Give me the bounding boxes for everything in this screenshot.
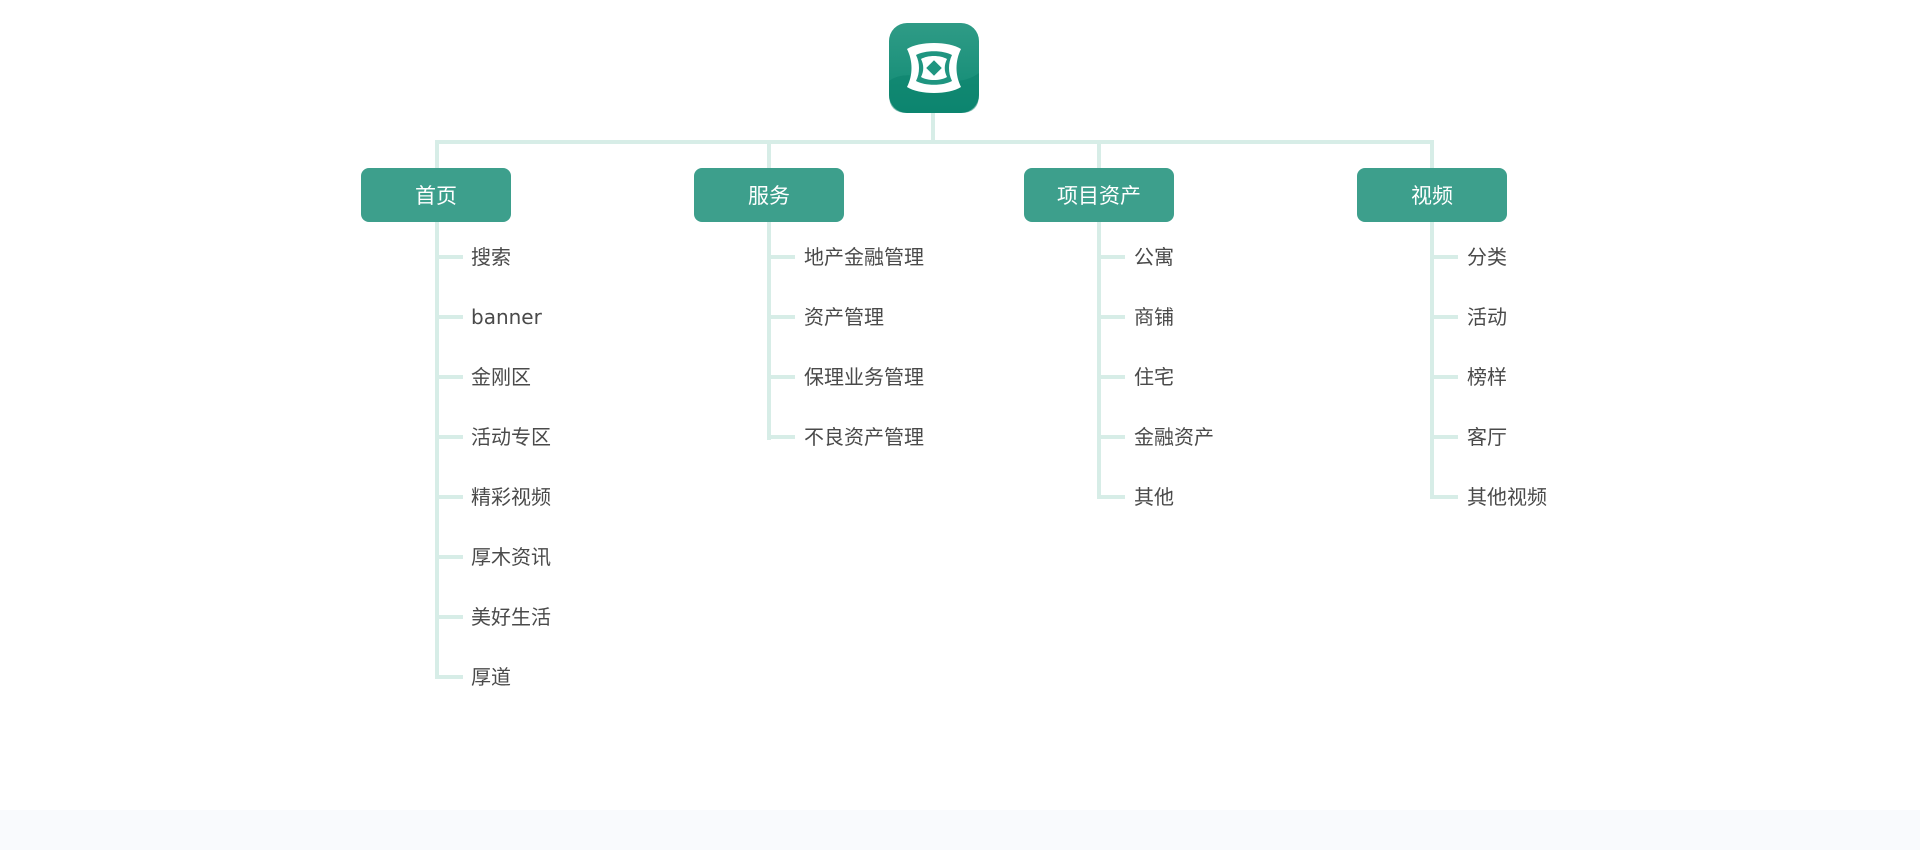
tree-item[interactable]: banner [471,305,542,329]
branch-line [1097,222,1101,499]
item-tick [435,375,463,379]
item-tick [767,255,795,259]
item-tick [1430,255,1458,259]
sitemap-canvas: 首页 服务 项目资产 视频 搜索 banner 金刚区 活动专区 精彩视频 厚木… [361,23,1547,689]
branch-line [435,222,439,678]
item-tick [1430,435,1458,439]
category-connector [1097,140,1101,172]
tree-item[interactable]: 保理业务管理 [804,365,924,389]
tree-item[interactable]: 活动专区 [471,425,551,449]
tree-item[interactable]: 分类 [1467,245,1507,269]
tree-item[interactable]: 资产管理 [804,305,884,329]
tree-item[interactable]: 榜样 [1467,365,1507,389]
tree-item[interactable]: 厚木资讯 [471,545,551,569]
tree-item[interactable]: 其他 [1134,485,1174,509]
trunk-connector [435,140,1434,144]
branch-line [767,222,771,440]
category-video[interactable]: 视频 [1357,168,1507,222]
item-tick [1430,315,1458,319]
item-tick [435,555,463,559]
app-logo-icon[interactable] [889,23,979,113]
item-tick [1430,495,1458,499]
category-home[interactable]: 首页 [361,168,511,222]
item-tick [767,315,795,319]
item-tick [435,315,463,319]
tree-item[interactable]: 美好生活 [471,605,551,629]
tree-item[interactable]: 客厅 [1467,425,1507,449]
tree-item[interactable]: 精彩视频 [471,485,551,509]
category-connector [435,140,439,172]
item-tick [1097,495,1125,499]
category-connector [1430,140,1434,172]
item-tick [435,495,463,499]
tree-item[interactable]: 不良资产管理 [804,425,924,449]
footer-band [0,810,1920,850]
category-connector [767,140,771,172]
tree-item[interactable]: 搜索 [471,245,511,269]
tree-item[interactable]: 活动 [1467,305,1507,329]
category-project-assets[interactable]: 项目资产 [1024,168,1174,222]
category-services[interactable]: 服务 [694,168,844,222]
tree-item[interactable]: 其他视频 [1467,485,1547,509]
item-tick [1097,435,1125,439]
item-tick [435,675,463,679]
item-tick [1097,375,1125,379]
item-tick [1097,315,1125,319]
item-tick [767,375,795,379]
root-connector [931,113,935,142]
tree-item[interactable]: 公寓 [1134,245,1174,269]
tree-item[interactable]: 金刚区 [471,365,531,389]
tree-item[interactable]: 金融资产 [1134,425,1214,449]
item-tick [435,255,463,259]
item-tick [1097,255,1125,259]
tree-item[interactable]: 厚道 [471,665,511,689]
item-tick [435,435,463,439]
tree-item[interactable]: 地产金融管理 [804,245,924,269]
tree-item[interactable]: 商铺 [1134,305,1174,329]
branch-line [1430,222,1434,499]
item-tick [767,435,795,439]
tree-item[interactable]: 住宅 [1134,365,1174,389]
item-tick [435,615,463,619]
item-tick [1430,375,1458,379]
